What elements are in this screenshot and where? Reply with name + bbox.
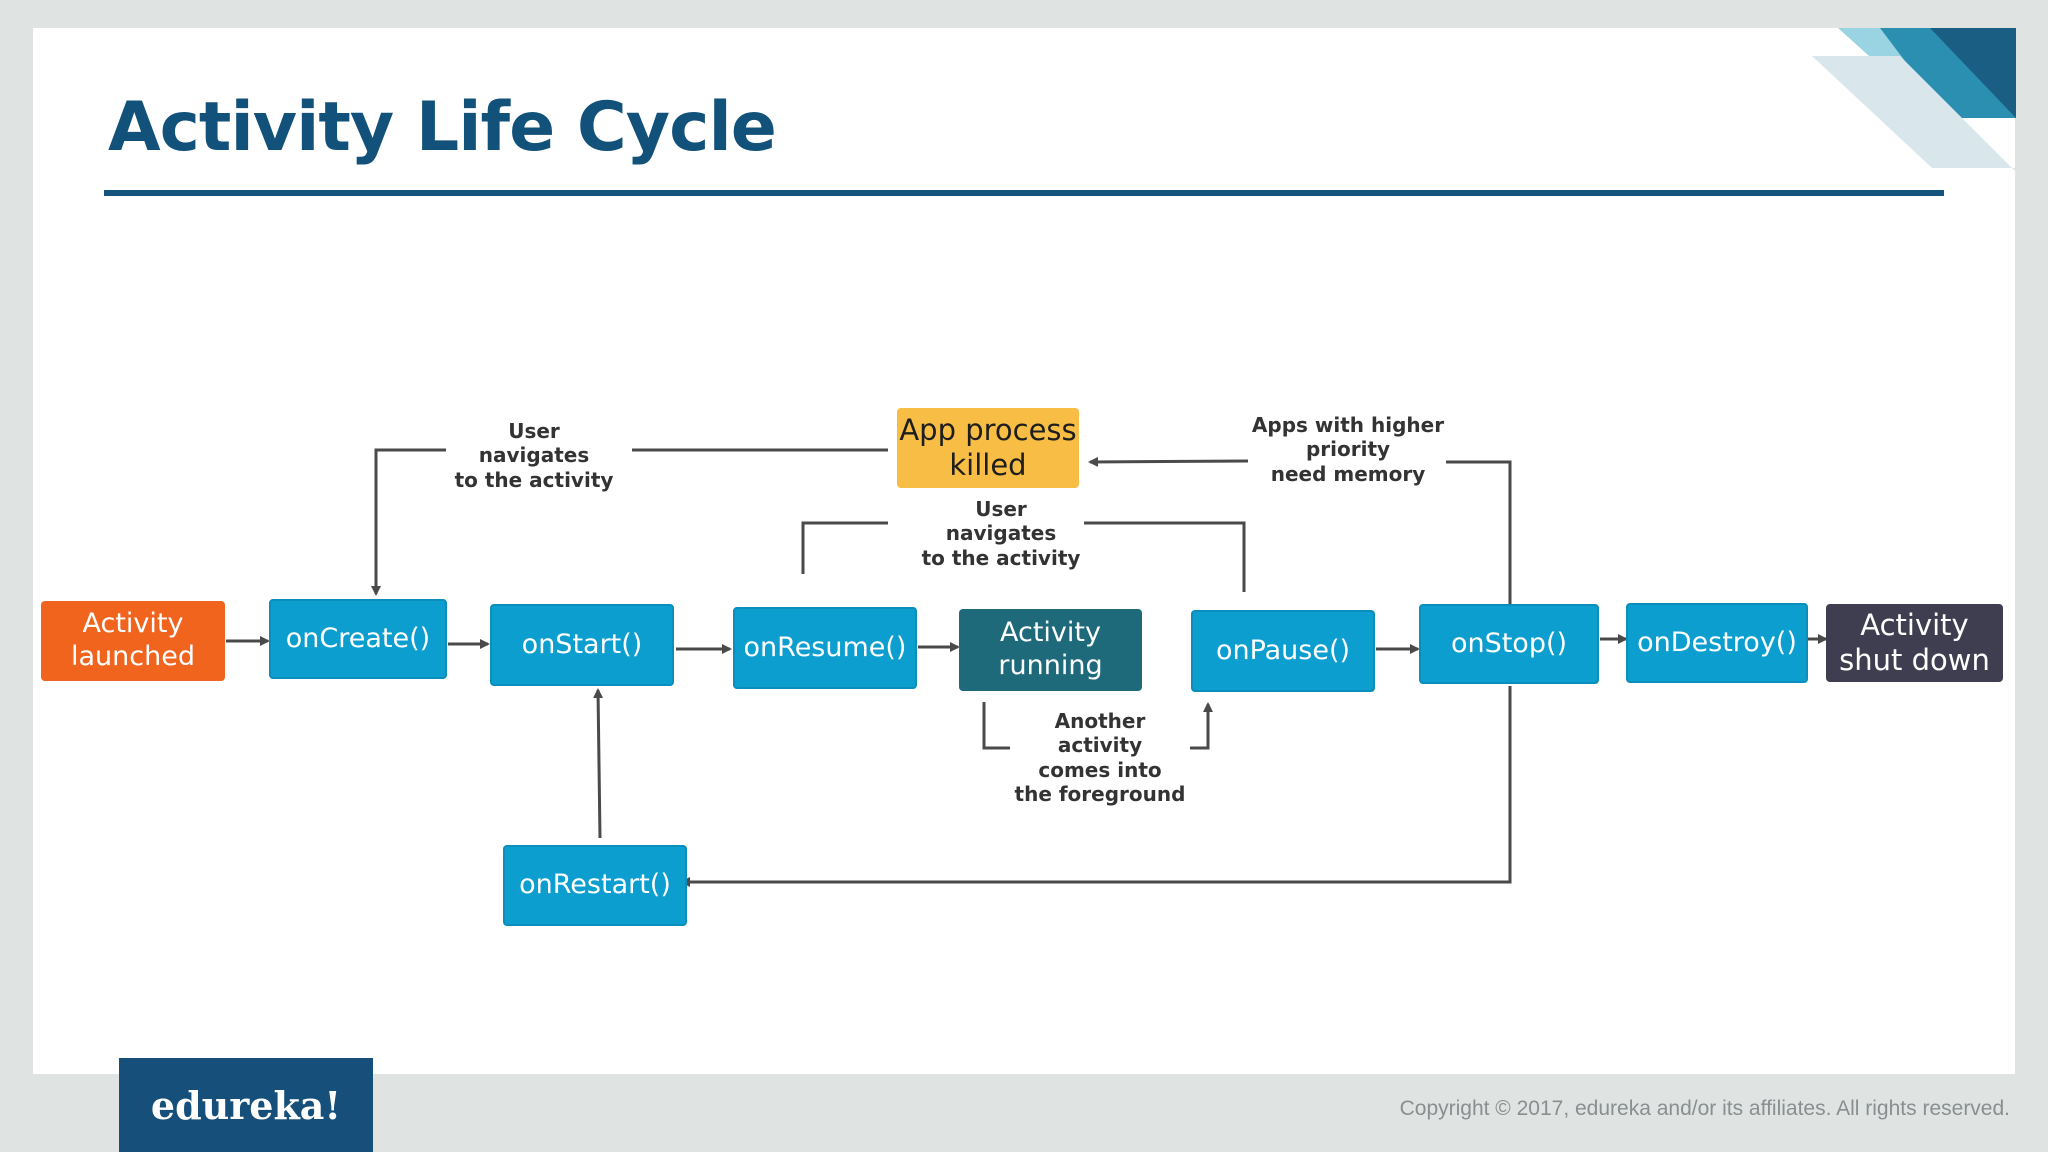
app-process-killed-node: App process killed: [897, 408, 1079, 488]
arrow-restart-to-start: [593, 688, 604, 839]
copyright-text: Copyright © 2017, edureka and/or its aff…: [1399, 1097, 2010, 1120]
edureka-logo: edureka!: [119, 1058, 373, 1152]
arrow-killed-to-create-b: [371, 448, 446, 596]
slide-title: Activity Life Cycle: [108, 88, 777, 167]
arrow-stop-to-restart: [680, 686, 1512, 887]
on-pause-node: onPause(): [1191, 610, 1375, 692]
on-restart-node: onRestart(): [503, 845, 687, 926]
bracket-pause-to-resume-b: [801, 521, 888, 574]
on-stop-node: onStop(): [1419, 604, 1599, 684]
annotation-user-navigates-resume: User navigates to the activity: [918, 497, 1084, 571]
activity-shut-down-node: Activity shut down: [1826, 604, 2003, 682]
title-underline: [104, 190, 1944, 196]
activity-launched-node: Activity launched: [41, 601, 225, 681]
on-destroy-node: onDestroy(): [1626, 603, 1808, 683]
arrow-stop-to-killed-b: [1088, 456, 1249, 467]
on-create-node: onCreate(): [269, 599, 447, 679]
on-resume-node: onResume(): [733, 607, 917, 689]
annotation-apps-higher-priority: Apps with higher priority need memory: [1250, 413, 1446, 487]
activity-running-node: Activity running: [959, 609, 1142, 691]
bracket-pause-to-resume: [1080, 521, 1246, 592]
annotation-user-navigates-create: User navigates to the activity: [452, 419, 616, 493]
on-start-node: onStart(): [490, 604, 674, 686]
annotation-another-activity: Another activity comes into the foregrou…: [1010, 709, 1190, 807]
arrow-stop-to-killed-a: [1440, 460, 1512, 606]
